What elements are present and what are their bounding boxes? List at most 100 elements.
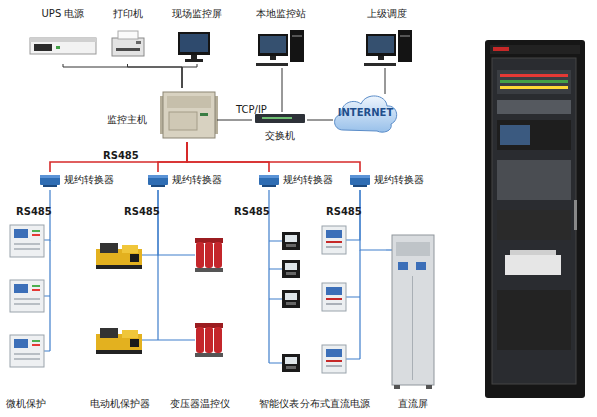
node-label: 电动机保护器: [66, 398, 174, 410]
workstation-node: 本地监控站: [250, 8, 312, 68]
cabinet-leds: [500, 80, 568, 83]
host-led: [200, 113, 208, 116]
connector: [187, 142, 269, 172]
ups-top: [30, 38, 96, 42]
host-bay: [167, 96, 211, 108]
cabinet-screen: [500, 125, 530, 145]
ups-front: [34, 44, 52, 51]
meter-icon: [282, 354, 300, 372]
printer-slot: [116, 48, 140, 51]
connector: [217, 120, 252, 121]
node-label: 分布式直流电源: [294, 398, 376, 410]
workstation-icon: [256, 30, 304, 66]
connector: [128, 64, 183, 88]
bus-label: RS485: [103, 150, 139, 162]
dc-panel-meter: [416, 262, 426, 270]
device-group: 电动机保护器: [90, 222, 150, 410]
connector: [282, 68, 283, 112]
device-group: 直流屏: [386, 222, 440, 410]
cabinet-top: [490, 45, 580, 54]
wire: [269, 222, 282, 363]
bus-label: RS485: [124, 206, 160, 218]
genset-icon: [96, 243, 142, 269]
cabinet-unit: [497, 210, 571, 240]
cabinet-logo: [493, 47, 509, 51]
converter-node: 规约转换器: [257, 172, 335, 190]
bus-label: RS485: [234, 206, 270, 218]
cloud-node: INTERNET: [333, 94, 398, 134]
node-label: 监控主机: [107, 114, 147, 126]
printer-node: 打印机: [105, 8, 150, 64]
node-label: 现场监控屏: [156, 8, 238, 20]
switch-node: 交换机: [252, 112, 307, 142]
converter-node: 规约转换器: [348, 172, 426, 190]
cabinet-printer: [505, 255, 561, 275]
meter-icon: [282, 260, 300, 278]
field-wiring: [44, 222, 392, 363]
device-group: 分布式直流电源: [318, 222, 352, 410]
connector: [150, 190, 158, 255]
node-label: 上级调度: [346, 8, 428, 20]
monitor-node: 现场监控屏: [168, 8, 226, 64]
dc-panel-meter: [398, 262, 408, 270]
cabinet-leds: [500, 74, 568, 77]
cabinet-body: [485, 40, 585, 398]
monitor-screen: [180, 34, 208, 52]
node-label: 交换机: [228, 130, 331, 142]
cabinet-glass: [492, 58, 576, 384]
cabinet-unit: [497, 160, 571, 200]
host-chassis: [163, 92, 215, 138]
dc-panel-cabinet: [392, 235, 434, 385]
connector: [158, 142, 187, 172]
genset-icon: [96, 328, 142, 354]
node-label: 直流屏: [362, 398, 464, 410]
node-label: INTERNET: [333, 107, 398, 119]
transformer-icon: [195, 323, 223, 357]
dc-panel-foot: [394, 385, 400, 389]
wire: [386, 249, 392, 250]
wire: [346, 240, 360, 359]
workstation-icon: [364, 30, 412, 66]
ups-led: [56, 46, 60, 49]
node-label: UPS 电源: [16, 8, 110, 20]
relay-icon: [10, 225, 44, 257]
meter-icon: [282, 232, 300, 250]
node-label: 规约转换器: [172, 174, 222, 186]
node-label: 变压器温控仪: [144, 398, 256, 410]
node-label: 本地监控站: [238, 8, 324, 20]
ups-body: [30, 38, 96, 54]
connector: [50, 142, 187, 172]
converter-node: 规约转换器: [38, 172, 116, 190]
node-label: 规约转换器: [64, 174, 114, 186]
connector: [63, 64, 182, 88]
converter-icon: [148, 175, 168, 187]
dc-panel-foot: [426, 385, 432, 389]
connector: [182, 64, 197, 88]
cabinet-handle: [574, 200, 577, 230]
converter-node: 规约转换器: [146, 172, 224, 190]
connector: [385, 68, 386, 94]
cabinet-unit: [497, 70, 571, 94]
cabinet-unit: [497, 290, 571, 350]
host-door: [169, 112, 197, 130]
dc-panel-door-line: [412, 276, 413, 380]
connector: [187, 142, 360, 172]
workstation-node: 上级调度: [358, 8, 416, 68]
connector: [307, 120, 333, 121]
connector: [158, 190, 168, 255]
transformer-icon: [195, 238, 223, 272]
dc-panel-header: [396, 242, 430, 256]
connector: [360, 190, 386, 250]
printer-paper: [118, 31, 138, 39]
dc-unit-icon: [322, 345, 346, 373]
monitor-stand: [191, 55, 197, 59]
bus-label: RS485: [16, 206, 52, 218]
device-group: 变压器温控仪: [168, 222, 232, 410]
bus-label: RS485: [326, 206, 362, 218]
meter-icon: [282, 290, 300, 308]
relay-icon: [10, 280, 44, 312]
node-label: 打印机: [93, 8, 162, 20]
